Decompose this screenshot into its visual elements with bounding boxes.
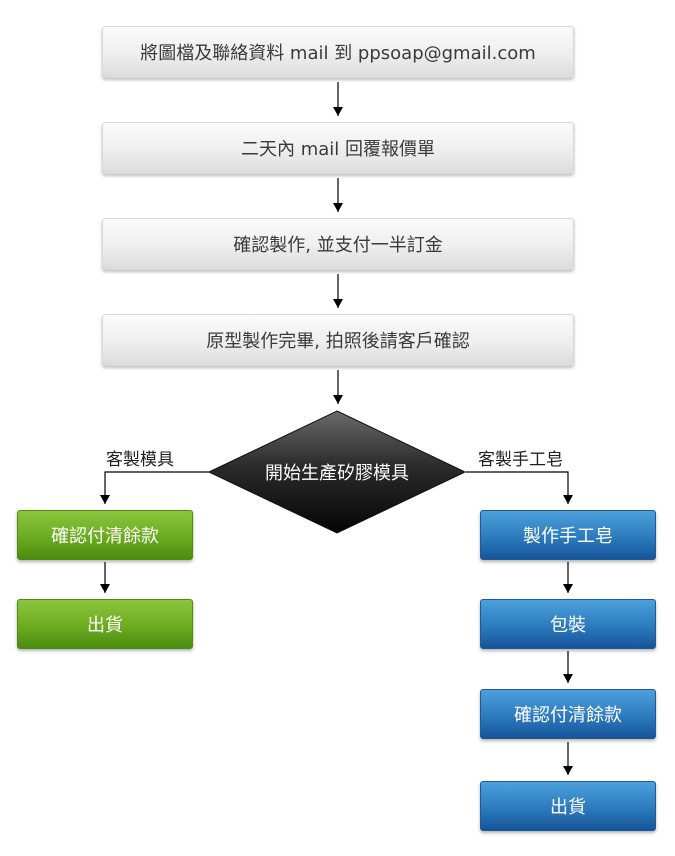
arrow-decision-to-left bbox=[100, 471, 210, 504]
step-quote-reply-label: 二天內 mail 回覆報價單 bbox=[240, 139, 435, 160]
decision-diamond: 開始生產矽膠模具 bbox=[208, 410, 466, 534]
arrow-decision-to-right bbox=[466, 471, 573, 504]
step-prototype-confirm: 原型製作完畢, 拍照後請客戶確認 bbox=[102, 314, 574, 366]
left-step-final-payment-label: 確認付清餘款 bbox=[51, 526, 159, 547]
step-send-files: 將圖檔及聯絡資料 mail 到 ppsoap@gmail.com bbox=[102, 26, 574, 78]
left-step-final-payment: 確認付清餘款 bbox=[17, 510, 193, 560]
right-step-make-soap: 製作手工皂 bbox=[480, 510, 656, 560]
left-step-ship-label: 出貨 bbox=[87, 615, 123, 636]
right-step-final-payment: 確認付清餘款 bbox=[480, 689, 656, 739]
step-quote-reply: 二天內 mail 回覆報價單 bbox=[102, 122, 574, 174]
right-step-make-soap-label: 製作手工皂 bbox=[523, 526, 613, 547]
decision-label: 開始生產矽膠模具 bbox=[265, 463, 409, 484]
left-branch-label: 客製模具 bbox=[106, 450, 174, 470]
step-confirm-deposit: 確認製作, 並支付一半訂金 bbox=[102, 218, 574, 270]
step-confirm-deposit-label: 確認製作, 並支付一半訂金 bbox=[233, 235, 443, 256]
right-step-final-payment-label: 確認付清餘款 bbox=[514, 705, 622, 726]
step-send-files-label: 將圖檔及聯絡資料 mail 到 ppsoap@gmail.com bbox=[140, 43, 536, 64]
right-step-packaging-label: 包裝 bbox=[550, 615, 586, 636]
step-prototype-confirm-label: 原型製作完畢, 拍照後請客戶確認 bbox=[206, 331, 470, 352]
right-step-ship-label: 出貨 bbox=[550, 797, 586, 818]
right-step-ship: 出貨 bbox=[480, 781, 656, 831]
right-branch-label: 客製手工皂 bbox=[478, 450, 563, 470]
left-step-ship: 出貨 bbox=[17, 599, 193, 649]
right-step-packaging: 包裝 bbox=[480, 599, 656, 649]
